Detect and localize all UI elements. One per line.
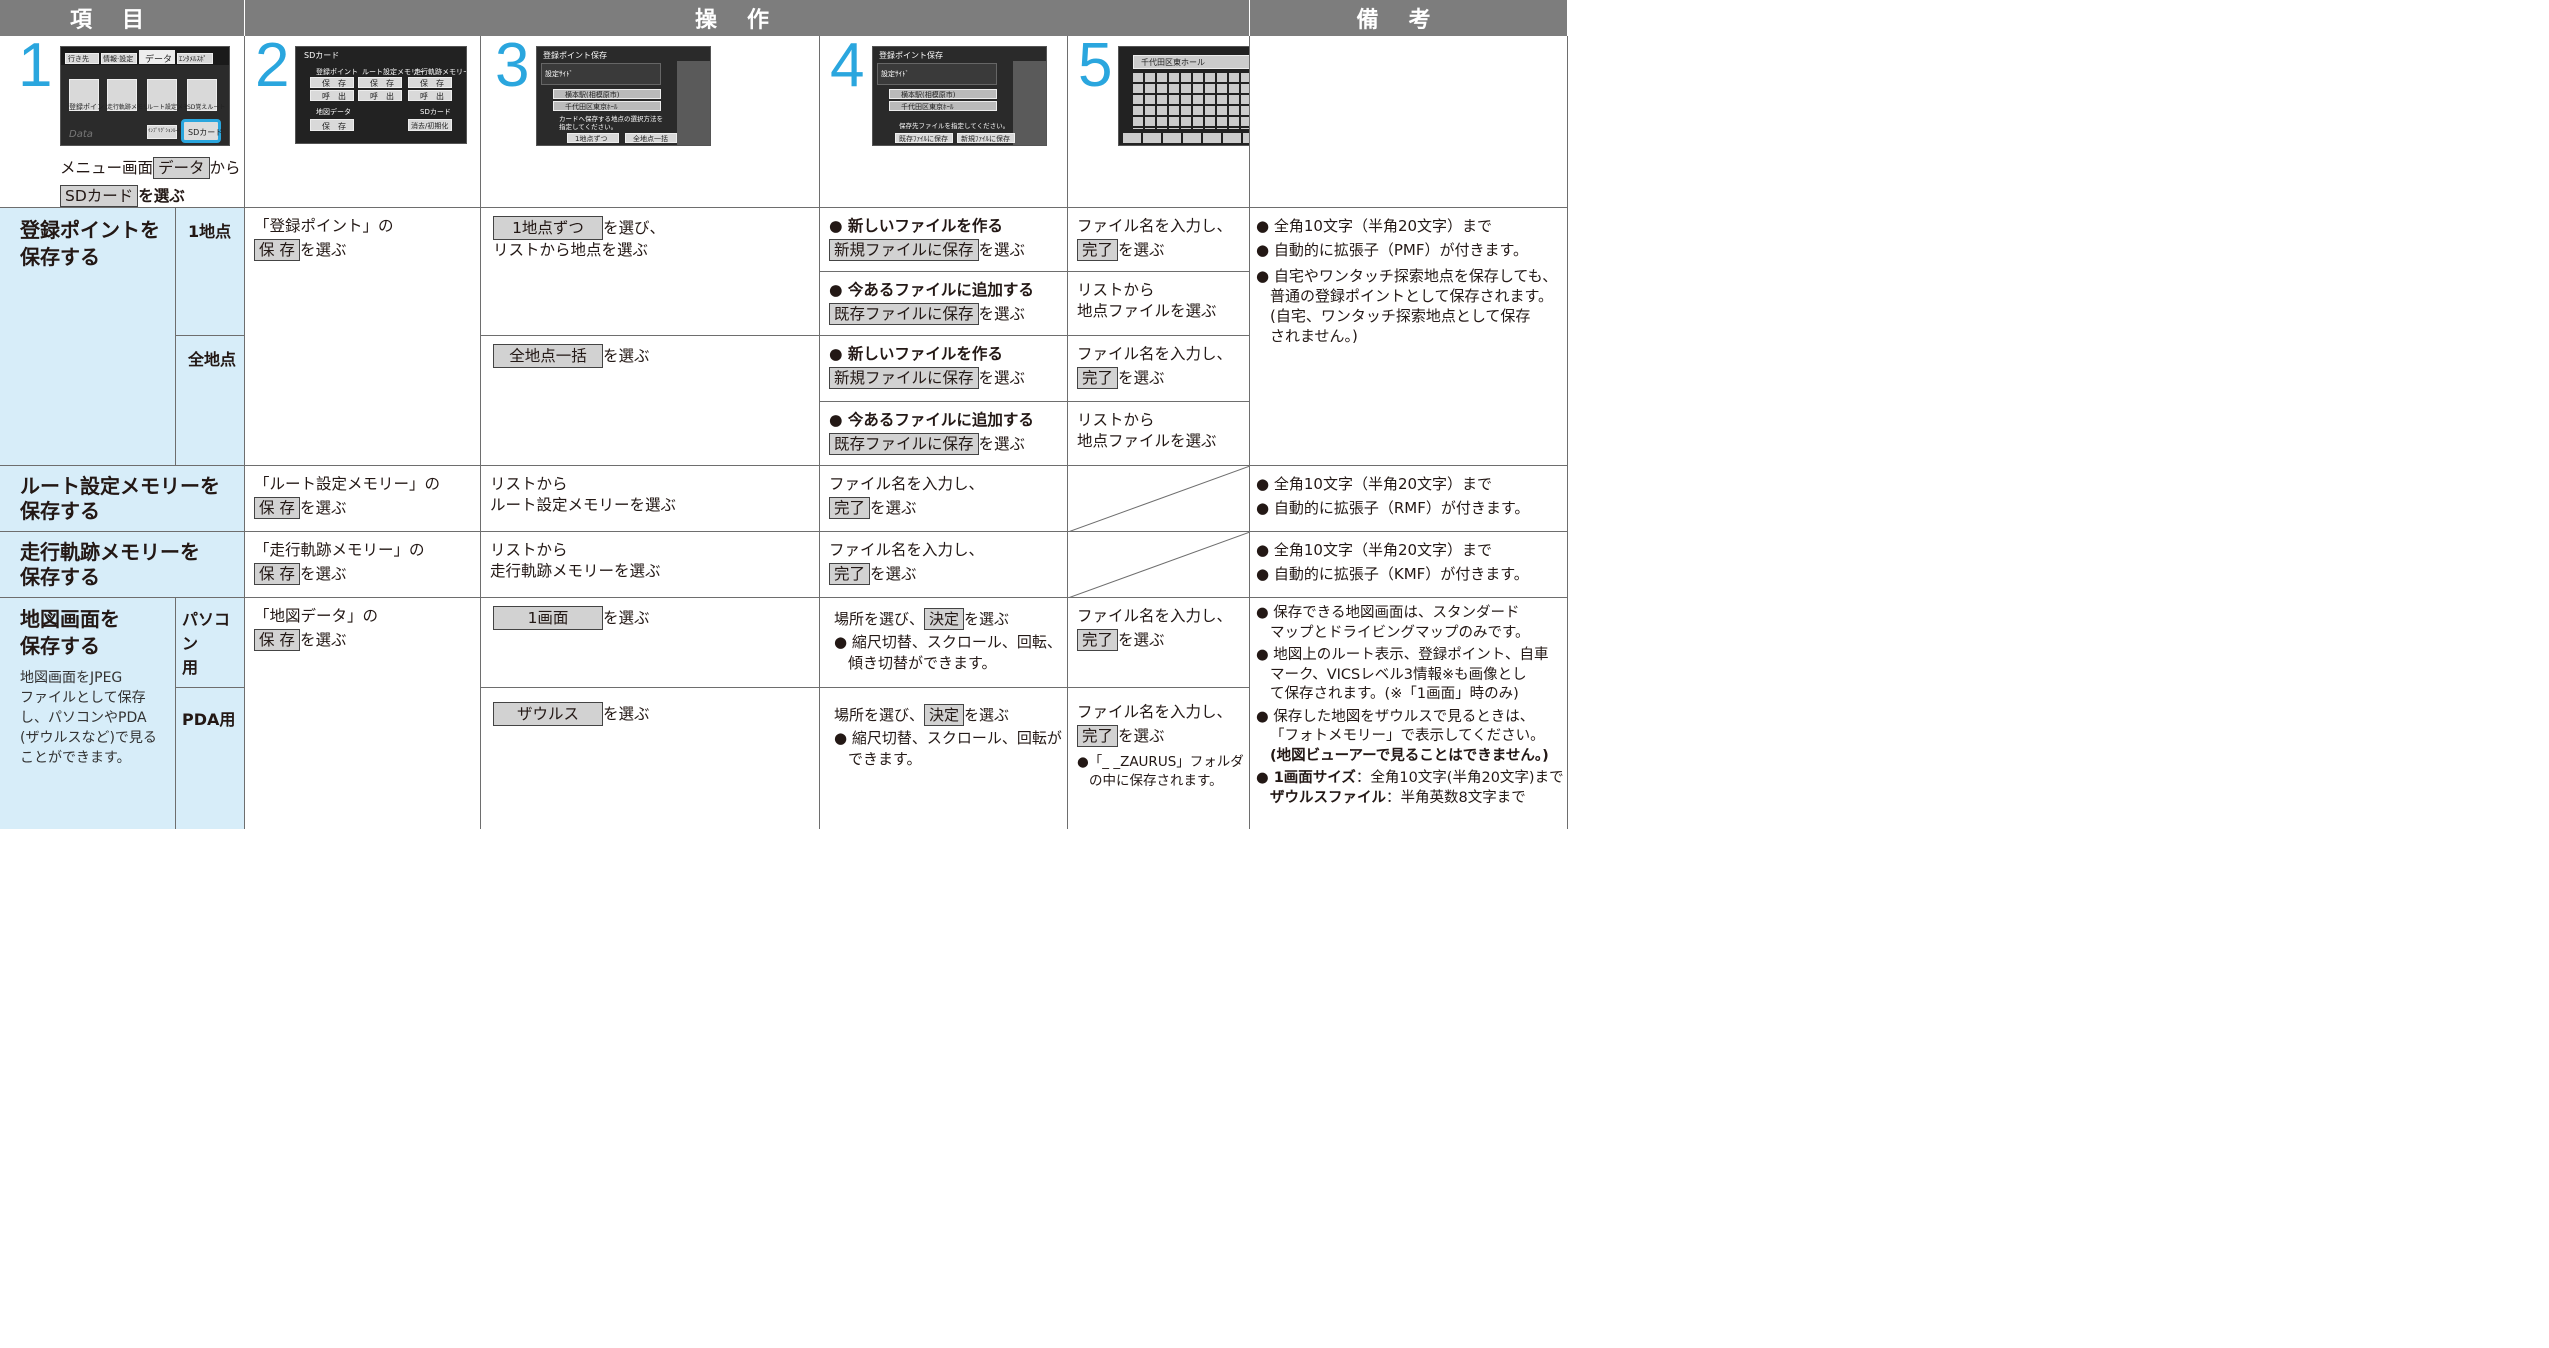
r3-step2: 「走行軌跡メモリー」の保 存を選ぶ	[245, 532, 481, 598]
done-button[interactable]: 完了	[1077, 239, 1119, 261]
manual-page: 項目 操作 備考 1 行き先 情報·設定 データ ｴﾝﾀﾒﾙｽﾎﾟ 登録ポイント…	[0, 0, 1568, 829]
header-notes: 備考	[1250, 0, 1568, 36]
r1-notes: ● 全角10文字（半角20文字）まで ● 自動的に拡張子（PMF）が付きます。 …	[1250, 208, 1568, 466]
step-number: 5	[1078, 36, 1113, 100]
all-points-button[interactable]: 全地点一括	[493, 344, 603, 368]
done-button[interactable]: 完了	[829, 497, 871, 519]
existing-file-button[interactable]: 既存ファイルに保存	[829, 433, 979, 455]
r1-new-file-a: ● 新しいファイルを作る新規ファイルに保存を選ぶ	[820, 208, 1068, 272]
r4-step4-pc: 場所を選び、決定を選ぶ● 縮尺切替、スクロール、回転、傾き切替ができます。	[820, 598, 1068, 688]
r1-step3-all: 全地点一括を選ぶ	[481, 336, 820, 466]
sub-pc: パソコン用	[176, 598, 245, 688]
decide-button[interactable]: 決定	[924, 608, 965, 630]
save-target-screen-thumb: 登録ポイント保存 設定ｻｲﾄﾞ 横本駅(相模原市) 千代田区東京ﾎｰﾙ 保存先フ…	[872, 46, 1047, 146]
done-button[interactable]: 完了	[1077, 629, 1119, 651]
r1-list-b: リストから地点ファイルを選ぶ	[1068, 402, 1250, 466]
sd-card-button[interactable]: SDカード	[60, 185, 139, 207]
r1-filename-a: ファイル名を入力し、完了を選ぶ	[1068, 208, 1250, 272]
one-screen-button[interactable]: 1画面	[493, 606, 603, 630]
r2-step3: リストからルート設定メモリーを選ぶ	[481, 466, 820, 532]
new-file-button[interactable]: 新規ファイルに保存	[829, 367, 979, 389]
r4-step5-pda: ファイル名を入力し、完了を選ぶ ●「_ _ZAURUS」フォルダの中に保存されま…	[1068, 688, 1250, 829]
step4-cell: 4 登録ポイント保存 設定ｻｲﾄﾞ 横本駅(相模原市) 千代田区東京ﾎｰﾙ 保存…	[820, 36, 1068, 208]
step1-instruction: メニュー画面データから SDカードを選ぶ	[60, 157, 241, 207]
done-button[interactable]: 完了	[829, 563, 871, 585]
header-operation: 操作	[245, 0, 1250, 36]
save-method-screen-thumb: 登録ポイント保存 設定ｻｲﾄﾞ 横本駅(相模原市) 千代田区東京ﾎｰﾙ カードへ…	[536, 46, 711, 146]
step-number: 4	[830, 36, 865, 100]
r1-step2: 「登録ポイント」の保 存を選ぶ	[245, 208, 481, 466]
data-button[interactable]: データ	[153, 157, 210, 179]
r4-step3-pda: ザウルスを選ぶ	[481, 688, 820, 829]
r2-step5-empty	[1068, 466, 1250, 532]
save-button[interactable]: 保 存	[254, 629, 300, 651]
r4-step2: 「地図データ」の保 存を選ぶ	[245, 598, 481, 829]
keyboard-screen-thumb: 千代田区東ホール 完了	[1118, 46, 1249, 146]
existing-file-button[interactable]: 既存ファイルに保存	[829, 303, 979, 325]
row-route-memory-title: ルート設定メモリーを保存する	[0, 466, 245, 532]
r4-step5-pc: ファイル名を入力し、完了を選ぶ	[1068, 598, 1250, 688]
row-track-memory-title: 走行軌跡メモリーを保存する	[0, 532, 245, 598]
header-item: 項目	[0, 0, 245, 36]
r4-step3-pc: 1画面を選ぶ	[481, 598, 820, 688]
r2-notes: ● 全角10文字（半角20文字）まで● 自動的に拡張子（RMF）が付きます。	[1250, 466, 1568, 532]
r3-notes: ● 全角10文字（半角20文字）まで● 自動的に拡張子（KMF）が付きます。	[1250, 532, 1568, 598]
save-button[interactable]: 保 存	[254, 563, 300, 585]
notes-step-cell	[1250, 36, 1568, 208]
step-number: 1	[18, 36, 53, 100]
r3-step5-empty	[1068, 532, 1250, 598]
sub-one-point: 1地点	[176, 208, 245, 336]
r1-step3-one: 1地点ずつを選び、リストから地点を選ぶ	[481, 208, 820, 336]
new-file-button[interactable]: 新規ファイルに保存	[829, 239, 979, 261]
r1-existing-file-b: ● 今あるファイルに追加する既存ファイルに保存を選ぶ	[820, 402, 1068, 466]
step2-cell: 2 SDカード 登録ポイント ルート設定メモリー 走行軌跡メモリー 保 存 保 …	[245, 36, 481, 208]
step3-cell: 3 登録ポイント保存 設定ｻｲﾄﾞ 横本駅(相模原市) 千代田区東京ﾎｰﾙ カー…	[481, 36, 820, 208]
r4-step4-pda: 場所を選び、決定を選ぶ● 縮尺切替、スクロール、回転ができます。	[820, 688, 1068, 829]
zaurus-button[interactable]: ザウルス	[493, 702, 603, 726]
done-button[interactable]: 完了	[1077, 725, 1119, 747]
one-point-button[interactable]: 1地点ずつ	[493, 216, 603, 240]
r4-notes: ● 保存できる地図画面は、スタンダード マップとドライビングマップのみです。 ●…	[1250, 598, 1568, 829]
r3-step3: リストから走行軌跡メモリーを選ぶ	[481, 532, 820, 598]
r2-step2: 「ルート設定メモリー」の保 存を選ぶ	[245, 466, 481, 532]
r1-new-file-b: ● 新しいファイルを作る新規ファイルに保存を選ぶ	[820, 336, 1068, 402]
row-registered-points-title: 登録ポイントを保存する	[0, 208, 176, 466]
step5-cell: 5 千代田区東ホール 完了	[1068, 36, 1250, 208]
sdcard-screen-thumb: SDカード 登録ポイント ルート設定メモリー 走行軌跡メモリー 保 存 保 存 …	[295, 46, 467, 144]
save-button[interactable]: 保 存	[254, 497, 300, 519]
sub-all-points: 全地点	[176, 336, 245, 466]
r1-list-a: リストから地点ファイルを選ぶ	[1068, 272, 1250, 336]
sub-pda: PDA用	[176, 688, 245, 829]
r3-step4: ファイル名を入力し、完了を選ぶ	[820, 532, 1068, 598]
menu-screen-thumb: 行き先 情報·設定 データ ｴﾝﾀﾒﾙｽﾎﾟ 登録ポイント 走行軌跡メモリー ル…	[60, 46, 230, 146]
decide-button[interactable]: 決定	[924, 704, 965, 726]
done-button[interactable]: 完了	[1077, 367, 1119, 389]
step-number: 3	[495, 36, 530, 100]
r1-filename-b: ファイル名を入力し、完了を選ぶ	[1068, 336, 1250, 402]
save-button[interactable]: 保 存	[254, 239, 300, 261]
r2-step4: ファイル名を入力し、完了を選ぶ	[820, 466, 1068, 532]
step1-cell: 1 行き先 情報·設定 データ ｴﾝﾀﾒﾙｽﾎﾟ 登録ポイント 走行軌跡メモリー…	[0, 36, 245, 208]
r1-existing-file-a: ● 今あるファイルに追加する既存ファイルに保存を選ぶ	[820, 272, 1068, 336]
step-number: 2	[255, 36, 290, 100]
